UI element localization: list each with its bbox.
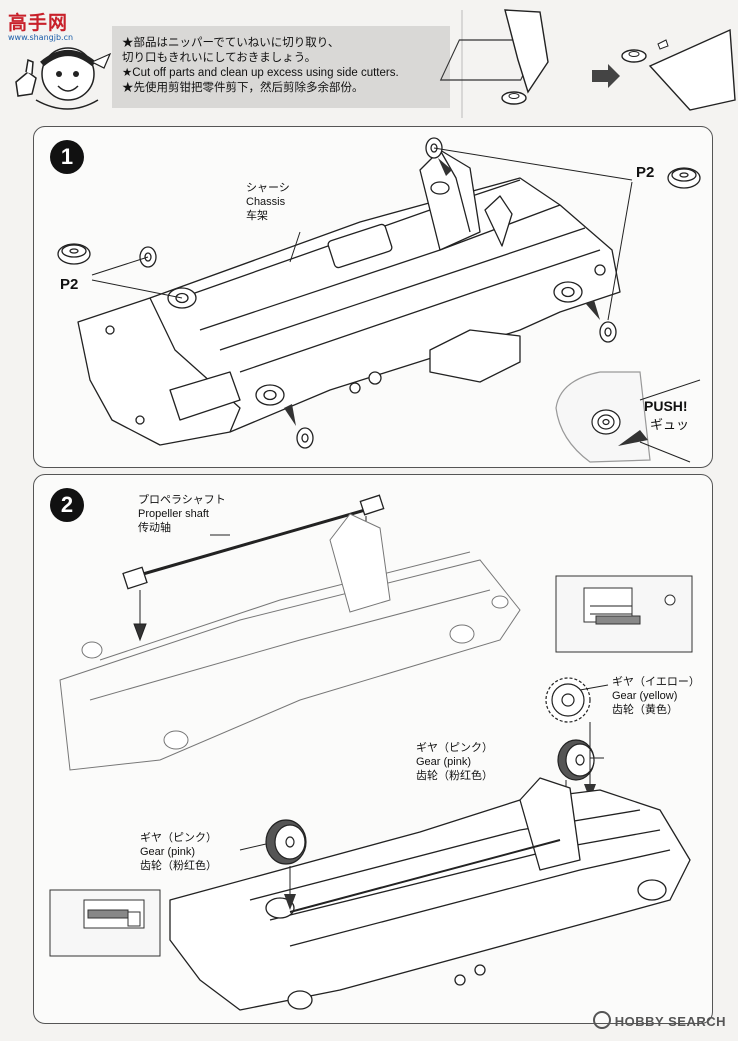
gear-pink-right-label-jp: ギヤ（ピンク） <box>416 742 493 754</box>
watermark: HOBBY SEARCH <box>592 1011 726 1029</box>
gear-yellow-label-cn: 齿轮（黄色） <box>612 704 678 716</box>
shaft-label-cn: 传动轴 <box>138 522 171 534</box>
note-line-4: ★先使用剪钳把零件剪下，然后剪除多余部份。 <box>122 82 364 94</box>
chassis-label-cn: 车架 <box>246 210 268 222</box>
gear-pink-right-label-en: Gear (pink) <box>416 756 472 768</box>
side-cutter-illustration <box>439 9 736 118</box>
step-2-number: 2 <box>50 488 84 522</box>
watermark-icon <box>592 1011 611 1029</box>
push-label-jp: ギュッ <box>650 417 690 432</box>
note-line-2: 切り口もきれいにしておきましょう。 <box>122 52 317 64</box>
gear-pink-left-label-jp: ギヤ（ピンク） <box>140 832 217 844</box>
gear-pink-left-label-cn: 齿轮（粉红色） <box>140 860 217 872</box>
gear-yellow-label-jp: ギヤ（イエロー） <box>612 676 700 688</box>
note-line-3: ★Cut off parts and clean up excess using… <box>122 67 399 79</box>
note-line-1: ★部品はニッパーでていねいに切り取り、 <box>122 37 340 49</box>
chassis-label-jp: シャーシ <box>246 182 290 194</box>
logo-subtitle: www.shangjb.cn <box>8 33 74 42</box>
gear-yellow-label-en: Gear (yellow) <box>612 690 678 702</box>
shaft-label-en: Propeller shaft <box>138 508 209 520</box>
push-label-en: PUSH! <box>644 398 688 414</box>
watermark-text: HOBBY SEARCH <box>614 1014 726 1029</box>
step-1-number: 1 <box>50 140 84 174</box>
shaft-label-jp: プロペラシャフト <box>138 494 226 506</box>
p2-label-left: P2 <box>60 276 79 293</box>
p2-label-right: P2 <box>636 164 655 181</box>
logo-title: 高手网 <box>8 12 69 34</box>
gear-pink-right-label-cn: 齿轮（粉红色） <box>416 770 493 782</box>
instruction-note: ★部品はニッパーでていねいに切り取り、 切り口もきれいにしておきましょう。 ★C… <box>112 26 450 108</box>
gear-pink-left-label-en: Gear (pink) <box>140 846 196 858</box>
mascot-illustration <box>15 47 112 110</box>
site-logo: 高手网 www.shangjb.cn <box>8 8 73 42</box>
chassis-label-en: Chassis <box>246 196 286 208</box>
